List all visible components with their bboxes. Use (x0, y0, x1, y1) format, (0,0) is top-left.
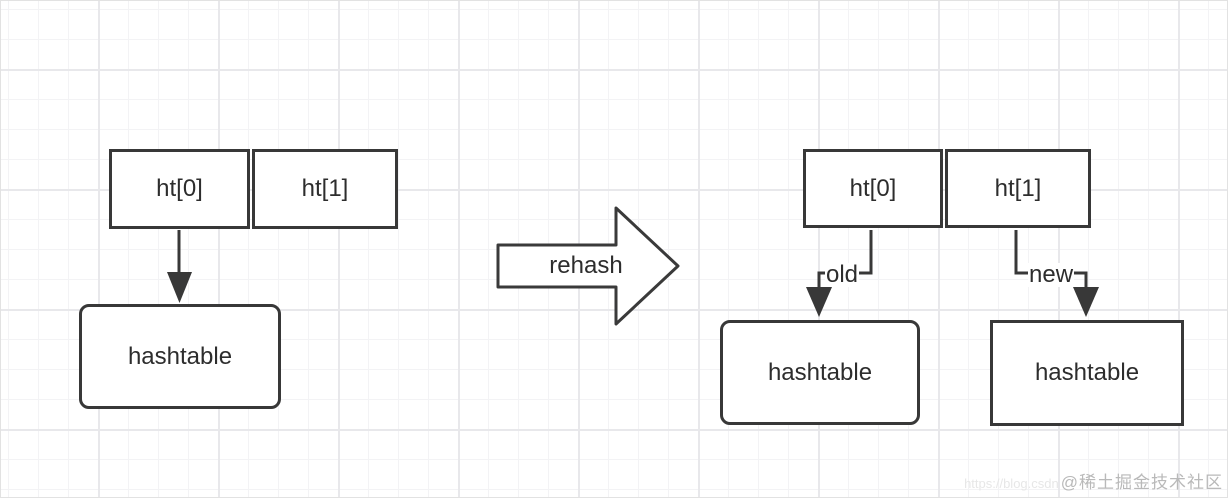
ht0-cell-after: ht[0] (803, 149, 943, 228)
ht-array-before: ht[0] ht[1] (109, 149, 398, 229)
ht1-cell-after: ht[1] (945, 149, 1091, 228)
old-label: old (825, 261, 860, 288)
ht0-cell-after-label: ht[0] (849, 174, 897, 202)
ht0-cell-before: ht[0] (109, 149, 250, 229)
hashtable-box-before: hashtable (79, 304, 281, 409)
hashtable-box-old: hashtable (720, 320, 920, 425)
watermark: https://blog.csdn @稀土掘金技术社区 (964, 468, 1223, 493)
ht1-cell-before: ht[1] (252, 149, 398, 229)
new-label: new (1028, 261, 1075, 288)
rehash-label: rehash (549, 252, 623, 279)
hashtable-box-old-label: hashtable (767, 358, 873, 386)
watermark-url: https://blog.csdn (964, 476, 1059, 491)
watermark-community: @稀土掘金技术社区 (1060, 473, 1223, 492)
ht0-cell-before-label: ht[0] (156, 175, 203, 202)
ht1-cell-after-label: ht[1] (994, 174, 1042, 202)
hashtable-box-before-label: hashtable (127, 342, 233, 370)
hashtable-box-new-label: hashtable (1034, 359, 1140, 386)
hashtable-box-new: hashtable (990, 320, 1184, 426)
ht1-cell-before-label: ht[1] (301, 175, 349, 202)
down-arrow-before-icon (167, 230, 192, 303)
ht-array-after: ht[0] ht[1] (803, 149, 1091, 228)
